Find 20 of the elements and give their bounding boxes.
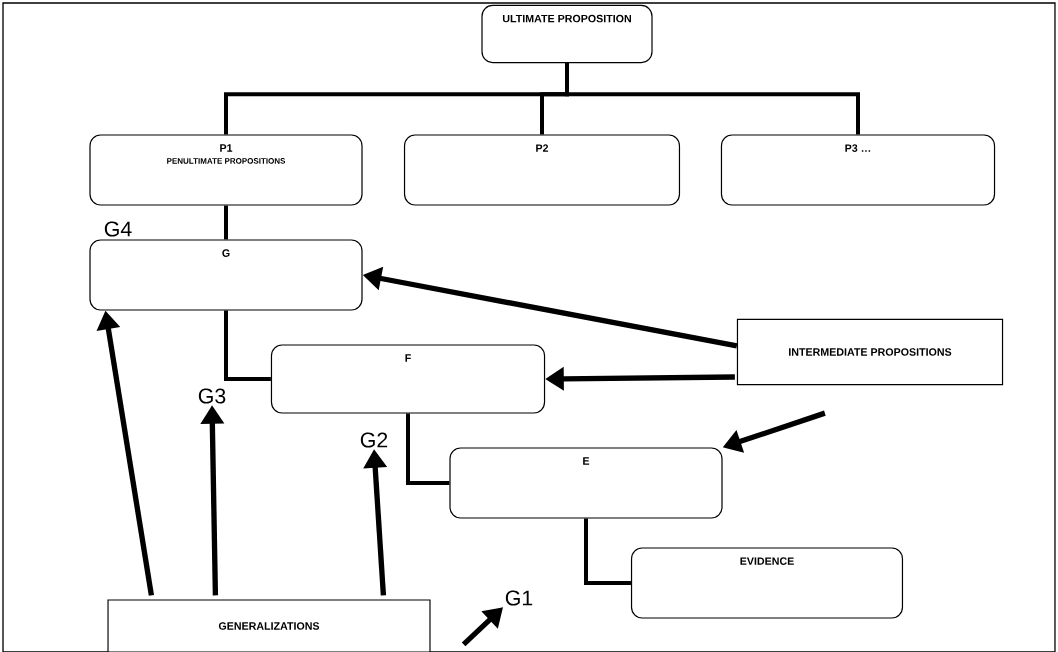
generalization-label: G3 (198, 388, 226, 404)
generalization-label: G4 (104, 221, 132, 237)
process-box: ULTIMATE PROPOSITION (481, 4, 653, 64)
process-box: P1 PENULTIMATE PROPOSITIONS (89, 134, 363, 206)
connector-line (584, 518, 631, 585)
process-box: P3 … (720, 134, 996, 206)
connector-line (406, 413, 450, 485)
text-box: GENERALIZATIONS (107, 599, 431, 652)
text-box: INTERMEDIATE PROPOSITIONS (736, 318, 1004, 386)
process-box: P2 (403, 134, 681, 206)
process-box: G (89, 239, 363, 311)
process-box: F (270, 344, 546, 414)
connector-line (224, 205, 228, 240)
generalization-label: G2 (360, 432, 388, 448)
generalization-label: G1 (505, 590, 533, 606)
process-box: E (449, 447, 723, 519)
connector-line (224, 310, 271, 381)
process-box: EVIDENCE (630, 547, 904, 619)
connector-line (565, 63, 860, 135)
arrow (461, 607, 503, 647)
